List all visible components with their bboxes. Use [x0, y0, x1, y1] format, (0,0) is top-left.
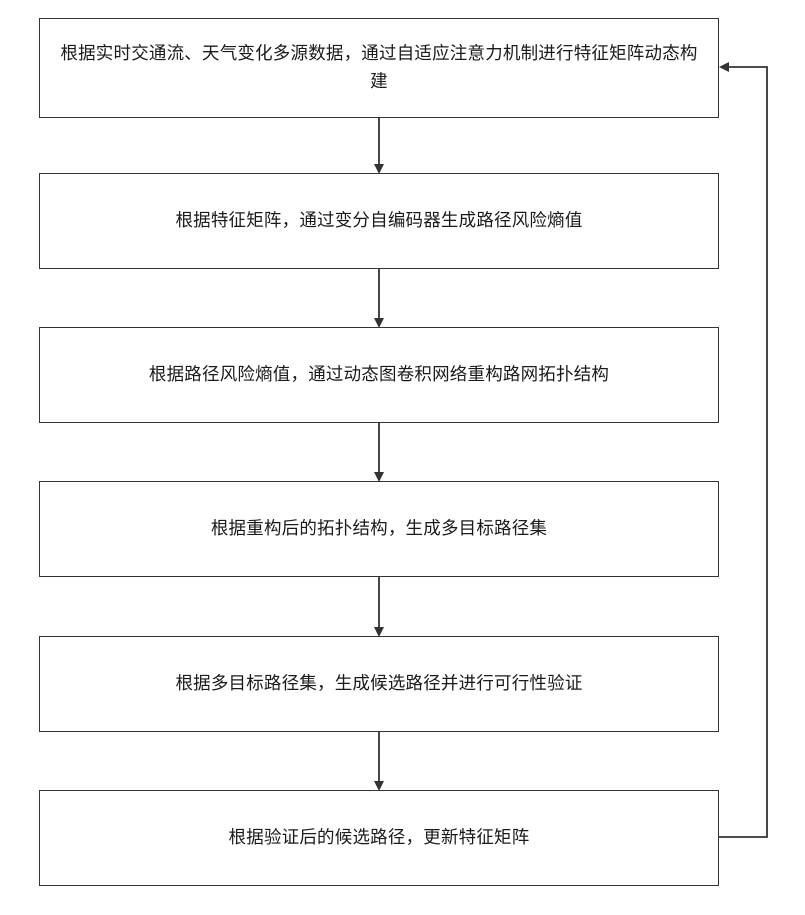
step-6-text: 根据验证后的候选路径，更新特征矩阵: [229, 824, 530, 852]
step-2-text: 根据特征矩阵，通过变分自编码器生成路径风险熵值: [175, 207, 582, 235]
step-3-text: 根据路径风险熵值，通过动态图卷积网络重构路网拓扑结构: [149, 361, 609, 389]
step-4-box: 根据重构后的拓扑结构，生成多目标路径集: [39, 481, 719, 577]
step-1-text: 根据实时交通流、天气变化多源数据，通过自适应注意力机制进行特征矩阵动态构建: [54, 40, 704, 96]
step-6-box: 根据验证后的候选路径，更新特征矩阵: [39, 790, 719, 886]
step-3-box: 根据路径风险熵值，通过动态图卷积网络重构路网拓扑结构: [39, 327, 719, 423]
step-1-box: 根据实时交通流、天气变化多源数据，通过自适应注意力机制进行特征矩阵动态构建: [39, 18, 719, 118]
step-5-text: 根据多目标路径集，生成候选路径并进行可行性验证: [175, 670, 582, 698]
step-5-box: 根据多目标路径集，生成候选路径并进行可行性验证: [39, 636, 719, 732]
step-2-box: 根据特征矩阵，通过变分自编码器生成路径风险熵值: [39, 173, 719, 269]
step-4-text: 根据重构后的拓扑结构，生成多目标路径集: [211, 515, 547, 543]
feedback-loop-arrow: [719, 67, 767, 837]
